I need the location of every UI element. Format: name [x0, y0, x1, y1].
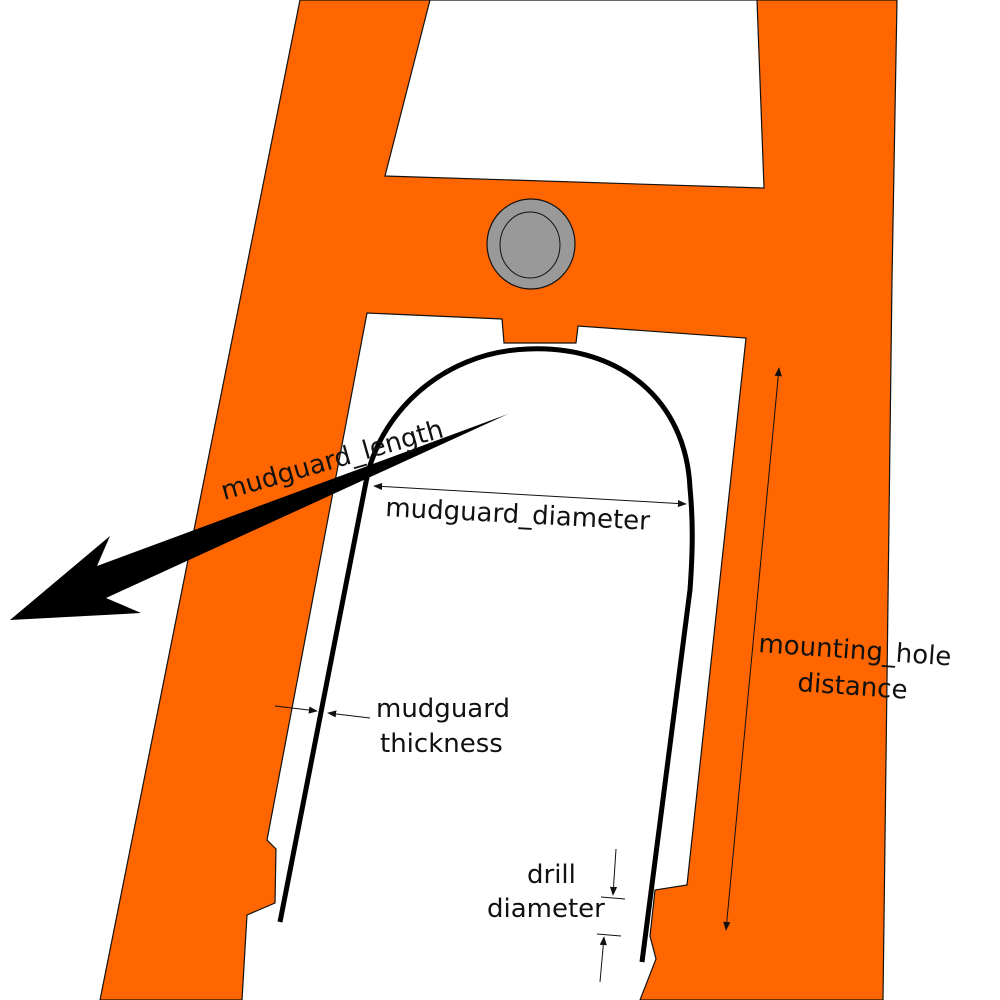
drill-tick-bottom: [596, 933, 622, 937]
thickness-label-line1: mudguard: [376, 694, 510, 724]
drill-label-line1: drill: [527, 860, 576, 890]
thickness-arrow-right: [327, 710, 371, 719]
mudguard-outline: [277, 346, 695, 963]
thickness-label-line2: thickness: [380, 729, 503, 759]
pivot-bolt-icon: [486, 198, 576, 290]
drill-arrow-top: [609, 848, 618, 896]
large-arrow-icon: [10, 414, 508, 620]
drill-arrow-bottom: [599, 936, 607, 983]
drill-label-line2: diameter: [487, 894, 605, 924]
diameter-dimension-line: [373, 482, 687, 508]
fork-frame: [99, 0, 898, 1000]
thickness-arrow-left: [274, 705, 318, 714]
mounting-hole-dimension-line: [723, 367, 782, 931]
drill-tick-top: [600, 896, 626, 900]
